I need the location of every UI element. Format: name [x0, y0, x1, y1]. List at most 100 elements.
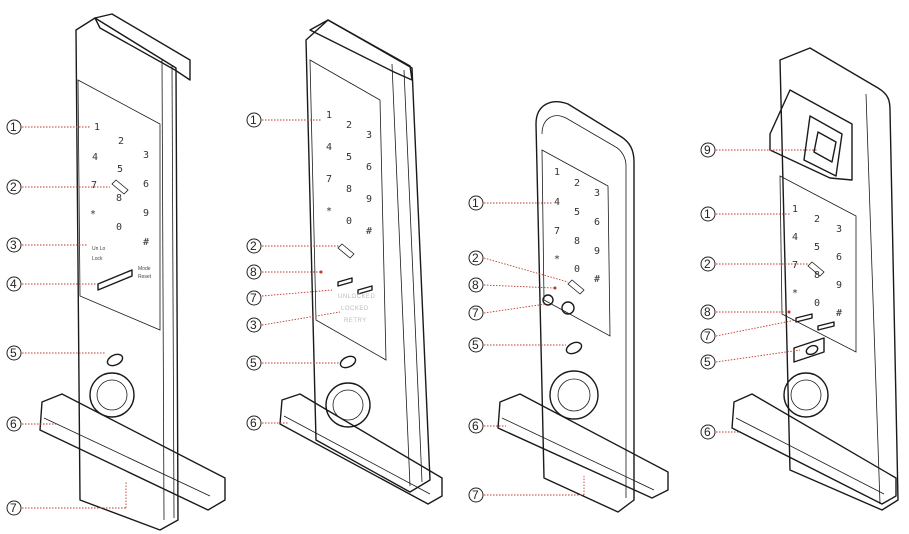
status-locked: LOCKED [341, 306, 369, 312]
key: 7 [554, 226, 560, 237]
card-reader-icon [337, 243, 355, 259]
key: 2 [346, 120, 352, 131]
svg-text:2: 2 [250, 239, 257, 253]
key: 1 [792, 204, 798, 215]
svg-text:7: 7 [472, 488, 479, 502]
reset-label: Reset [138, 274, 152, 280]
svg-text:4: 4 [10, 277, 17, 291]
svg-text:2: 2 [704, 257, 711, 271]
key: 3 [836, 224, 842, 235]
key: 8 [116, 193, 122, 204]
svg-text:2: 2 [472, 251, 479, 265]
key: 7 [91, 180, 97, 191]
key: 9 [143, 208, 149, 219]
key: # [594, 274, 600, 285]
svg-text:7: 7 [704, 329, 711, 343]
device-1: 1 2 3 4 5 6 7 8 9 * 0 # Un Lo Lock Mode … [6, 13, 226, 531]
svg-text:8: 8 [704, 305, 711, 319]
svg-text:1: 1 [704, 207, 711, 221]
key: 4 [792, 232, 798, 243]
device-2: 1 2 3 4 5 6 7 8 9 * 0 # UNLOCKED LOCKED … [246, 19, 443, 505]
led-indicator [553, 286, 557, 290]
key: 6 [594, 217, 600, 228]
key: 1 [94, 122, 100, 133]
key: 8 [346, 184, 352, 195]
key: 6 [836, 252, 842, 263]
key: 1 [554, 167, 560, 178]
device-2-callouts: 1 2 8 7 3 5 6 [246, 112, 341, 431]
svg-text:5: 5 [10, 346, 17, 360]
svg-text:6: 6 [10, 417, 17, 431]
svg-text:8: 8 [472, 278, 479, 292]
key: 7 [792, 260, 798, 271]
svg-text:2: 2 [10, 180, 17, 194]
key: 3 [366, 130, 372, 141]
key: 6 [366, 162, 372, 173]
device-4-callouts: 9 1 2 8 7 5 6 [700, 142, 818, 440]
unlock-label: Un Lo [92, 246, 106, 252]
svg-text:9: 9 [704, 143, 711, 157]
lock-label: Lock [92, 256, 103, 262]
card-reader-icon [111, 179, 129, 195]
key: * [90, 209, 96, 220]
key: 0 [574, 264, 580, 275]
key: 4 [92, 152, 98, 163]
device-3-keypad: 1 2 3 4 5 6 7 8 9 * 0 # [554, 167, 600, 285]
svg-text:6: 6 [250, 416, 257, 430]
svg-text:1: 1 [10, 120, 17, 134]
key: 5 [346, 152, 352, 163]
key: 9 [366, 194, 372, 205]
key: * [326, 206, 332, 217]
device-1-keypad: 1 2 3 4 5 6 7 8 9 * 0 # [90, 122, 149, 248]
key: 2 [814, 214, 820, 225]
card-reader-icon [567, 279, 585, 295]
key: 3 [594, 188, 600, 199]
key: 6 [143, 179, 149, 190]
key: # [143, 237, 149, 248]
key: 5 [117, 164, 123, 175]
status-unlocked: UNLOCKED [338, 294, 376, 300]
status-retry: RETRY [344, 318, 367, 324]
svg-text:7: 7 [10, 501, 17, 515]
key: 4 [554, 197, 560, 208]
key: # [366, 226, 372, 237]
card-reader-icon [807, 261, 825, 277]
key: 8 [814, 270, 820, 281]
key: 0 [814, 298, 820, 309]
svg-text:5: 5 [704, 355, 711, 369]
key: * [792, 288, 798, 299]
device-3-callouts: 1 2 8 7 5 6 7 [468, 195, 585, 503]
key: 0 [116, 222, 122, 233]
key: * [554, 254, 560, 265]
key: 4 [326, 142, 332, 153]
key: 3 [143, 150, 149, 161]
key: 1 [326, 110, 332, 121]
key: 7 [326, 174, 332, 185]
svg-text:1: 1 [472, 196, 479, 210]
svg-text:6: 6 [704, 425, 711, 439]
device-1-callouts: 1 2 3 4 5 6 7 [6, 119, 127, 516]
svg-text:7: 7 [250, 291, 257, 305]
key: 5 [814, 242, 820, 253]
svg-text:3: 3 [250, 318, 257, 332]
mode-label: Mode [138, 266, 151, 272]
key: 2 [574, 178, 580, 189]
led-indicator [319, 270, 323, 274]
led-indicator [787, 310, 791, 314]
device-4-keypad: 1 2 3 4 5 6 7 8 9 * 0 # [792, 204, 842, 319]
key: 0 [346, 216, 352, 227]
svg-text:3: 3 [10, 238, 17, 252]
svg-text:6: 6 [472, 419, 479, 433]
key: 8 [574, 236, 580, 247]
svg-text:1: 1 [250, 113, 257, 127]
key: 2 [118, 136, 124, 147]
key: 5 [574, 207, 580, 218]
svg-text:5: 5 [472, 338, 479, 352]
device-4: 1 2 3 4 5 6 7 8 9 * 0 # [700, 47, 899, 511]
key: # [836, 308, 842, 319]
device-2-keypad: 1 2 3 4 5 6 7 8 9 * 0 # [326, 110, 372, 237]
svg-text:7: 7 [472, 306, 479, 320]
key: 9 [594, 246, 600, 257]
key: 9 [836, 280, 842, 291]
